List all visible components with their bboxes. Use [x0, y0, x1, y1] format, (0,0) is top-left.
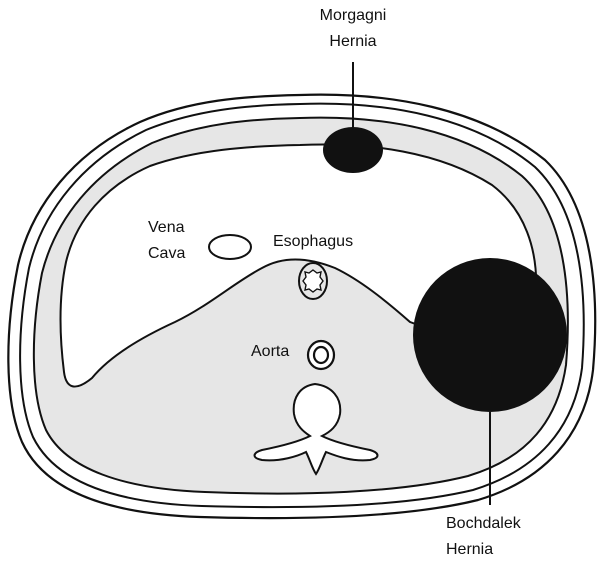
bochdalek-label-line2: Hernia	[446, 541, 493, 558]
esophagus-label: Esophagus	[273, 233, 353, 250]
morgagni-hernia	[323, 127, 383, 173]
bochdalek-label-line1: Bochdalek	[446, 515, 522, 532]
aorta-lumen	[314, 347, 328, 363]
vena-cava-label-line2: Cava	[148, 245, 185, 262]
morgagni-label-line2: Hernia	[329, 33, 376, 50]
vena-cava-vessel	[209, 235, 251, 259]
vena-cava-label-line1: Vena	[148, 219, 185, 236]
esophagus-lumen	[303, 270, 323, 292]
morgagni-label-line1: Morgagni	[320, 7, 387, 24]
aorta-label: Aorta	[251, 343, 289, 360]
bochdalek-hernia	[413, 258, 567, 412]
